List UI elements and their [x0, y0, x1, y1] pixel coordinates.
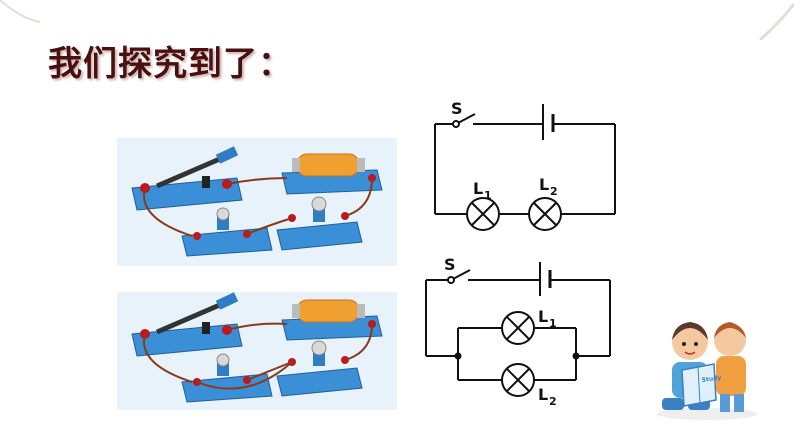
book-text: Study: [701, 374, 722, 384]
top-decoration: [0, 0, 794, 40]
series-lamp1-sub: 1: [484, 189, 492, 202]
parallel-lamp2-sub: 2: [549, 395, 557, 408]
parallel-lamp1-sub: 1: [549, 317, 557, 330]
series-circuit-photo: [117, 138, 397, 266]
parallel-switch-label: S: [444, 255, 456, 274]
parallel-lamp1-label: L: [538, 307, 548, 326]
parallel-circuit-diagram: S L 1 L 2: [425, 255, 611, 408]
series-lamp2-sub: 2: [550, 185, 558, 198]
parallel-circuit-photo: [117, 292, 397, 410]
series-switch-label: S: [451, 99, 463, 118]
series-lamp2-label: L: [539, 175, 549, 194]
parallel-lamp2-label: L: [538, 385, 548, 404]
series-lamp1-label: L: [473, 179, 483, 198]
series-circuit-diagram: S L 1 L 2: [434, 99, 616, 231]
kids-reading-illustration: Study: [657, 322, 757, 420]
page-title: 我们探究到了：: [48, 44, 293, 84]
